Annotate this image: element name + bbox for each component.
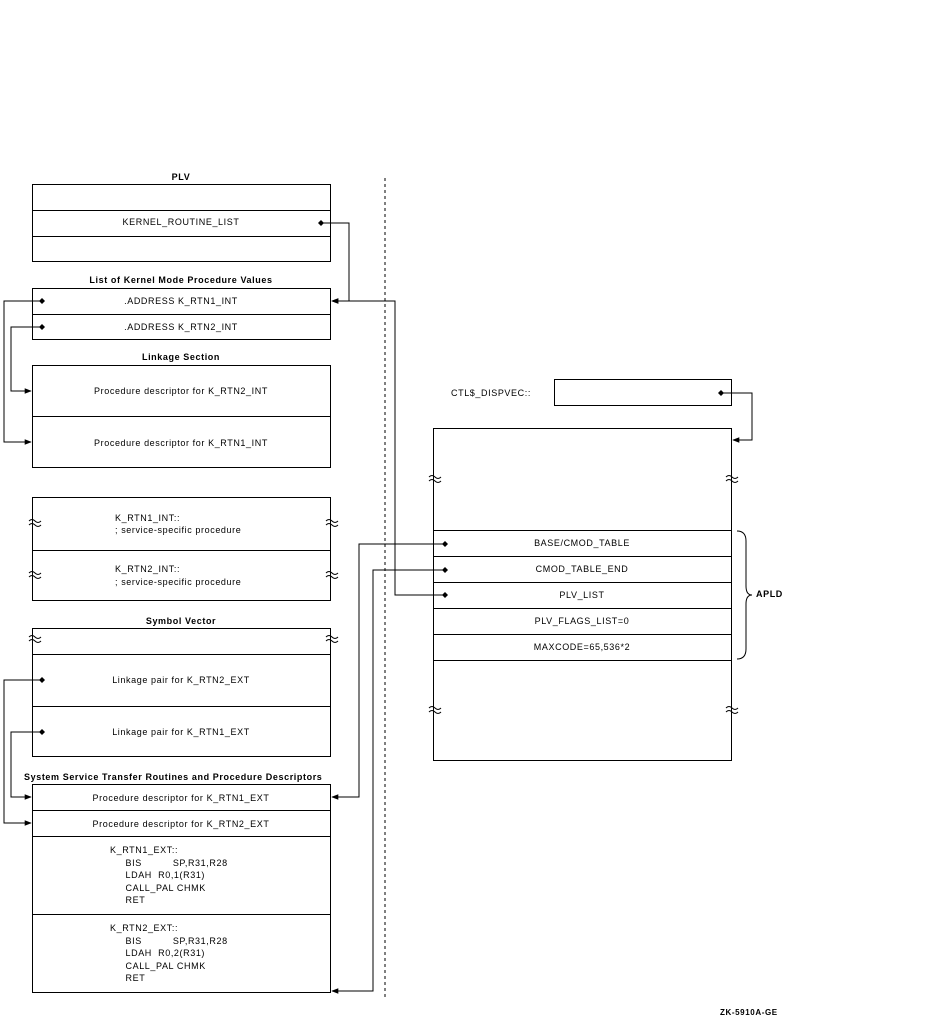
rtn1-int-comment: ; service-specific procedure (115, 525, 242, 535)
apld-divider (434, 582, 731, 583)
apld-brace (736, 530, 753, 660)
symbol-vector-box (32, 628, 331, 757)
int-routines-divider (33, 550, 330, 551)
linkage-divider (33, 416, 330, 417)
kernel-address-2: .ADDRESS K_RTN2_INT (124, 322, 238, 332)
symbol-vector-divider (33, 706, 330, 707)
transfer-divider (33, 914, 330, 915)
wire-rtn2-int (10, 326, 42, 394)
transfer-divider (33, 836, 330, 837)
transfer-desc-rtn2-ext: Procedure descriptor for K_RTN2_EXT (92, 819, 270, 829)
apld-brace-label: APLD (756, 589, 783, 599)
kernel-list-box (32, 288, 331, 340)
rtn2-ext-code: K_RTN2_EXT:: BIS SP,R31,R28 LDAH R0,2(R3… (110, 923, 228, 983)
rtn2-int-comment: ; service-specific procedure (115, 577, 242, 587)
transfer-title: System Service Transfer Routines and Pro… (24, 772, 323, 782)
apld-maxcode: MAXCODE=65,536*2 (533, 642, 631, 652)
kernel-list-title: List of Kernel Mode Procedure Values (89, 275, 273, 285)
wire-rtn1-int (3, 300, 42, 445)
apld-divider (434, 608, 731, 609)
kernel-address-1: .ADDRESS K_RTN1_INT (124, 296, 238, 306)
wire-cmod-table-end (331, 569, 445, 994)
apld-plv-list: PLV_LIST (559, 590, 605, 600)
apld-divider (434, 660, 731, 661)
symbol-vector-title: Symbol Vector (145, 616, 217, 626)
break-marks (28, 475, 739, 714)
linkage-title: Linkage Section (141, 352, 221, 362)
apld-plv-flags-list: PLV_FLAGS_LIST=0 (534, 616, 630, 626)
linkage-pair-rtn2-ext: Linkage pair for K_RTN2_EXT (112, 675, 250, 685)
transfer-divider (33, 810, 330, 811)
rtn1-ext-code: K_RTN1_EXT:: BIS SP,R31,R28 LDAH R0,1(R3… (110, 845, 228, 905)
linkage-desc-rtn1-int: Procedure descriptor for K_RTN1_INT (94, 438, 268, 448)
transfer-desc-rtn1-ext: Procedure descriptor for K_RTN1_EXT (92, 793, 270, 803)
apld-divider (434, 634, 731, 635)
linkage-pair-rtn1-ext: Linkage pair for K_RTN1_EXT (112, 727, 250, 737)
plv-divider (33, 210, 330, 211)
rtn1-int-label: K_RTN1_INT:: (115, 513, 181, 523)
ctl-dispvec-label: CTL$_DISPVEC:: (451, 388, 531, 398)
apld-cmod-table-end: CMOD_TABLE_END (535, 564, 629, 574)
wire-dispvec (721, 392, 753, 443)
figure-id: ZK-5910A-GE (720, 1008, 778, 1017)
symbol-vector-divider (33, 654, 330, 655)
apld-divider (434, 530, 731, 531)
kernel-list-divider (33, 314, 330, 315)
linkage-desc-rtn2-int: Procedure descriptor for K_RTN2_INT (94, 386, 268, 396)
int-routines-box (32, 497, 331, 601)
apld-divider (434, 556, 731, 557)
wire-rtn2-ext (3, 679, 42, 826)
pointer-dots (39, 220, 724, 735)
plv-title: PLV (171, 172, 191, 182)
linkage-box (32, 365, 331, 468)
apld-base-cmod-table: BASE/CMOD_TABLE (534, 538, 630, 548)
wire-plv-to-kernel-list (321, 222, 350, 304)
wire-plv-list-to-kernel-list (331, 298, 445, 596)
wire-rtn1-ext (10, 731, 42, 800)
rtn2-int-label: K_RTN2_INT:: (115, 564, 181, 574)
transfer-box (32, 784, 331, 993)
wire-base-cmod-table (331, 543, 445, 800)
plv-kernel-routine-list: KERNEL_ROUTINE_LIST (122, 217, 240, 227)
plv-divider (33, 236, 330, 237)
